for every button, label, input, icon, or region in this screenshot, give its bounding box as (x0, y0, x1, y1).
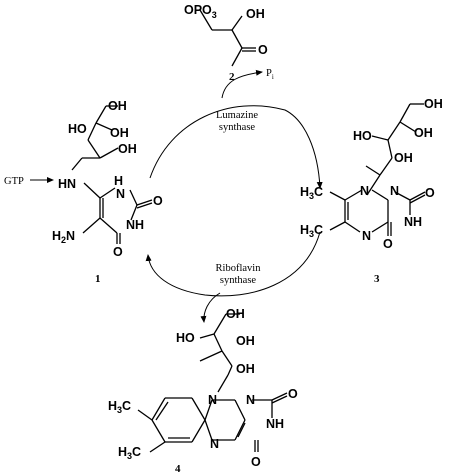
o-label-c4-1: O (288, 387, 298, 401)
nh-label-c4: NH (266, 417, 284, 431)
n-label-c3-3: N (362, 229, 371, 243)
o-label-c1-2: O (113, 245, 123, 259)
n-label-c4-2: N (246, 393, 255, 407)
compound-2-number: 2 (229, 71, 235, 83)
nh-label-c1-2: NH (126, 218, 144, 232)
h3c-label-c3-2: H3C (300, 223, 323, 239)
o-label-c3-2: O (383, 237, 393, 251)
lumazine-synthase-label: Lumazine (216, 110, 258, 121)
o-label-c1-1: O (153, 194, 163, 208)
opo3-label: OPO3 (184, 3, 217, 20)
compound-2-structure: OPO3 OH O 2 (184, 3, 268, 83)
oh-label-c4-1: OH (226, 307, 245, 321)
n-label-c4-3: N (210, 437, 219, 451)
ho-label-c3: HO (353, 129, 372, 143)
gtp-label: GTP (4, 176, 24, 187)
oh-label-c1-2: OH (110, 126, 129, 140)
riboflavin-synthase-label: Riboflavin (216, 263, 262, 274)
oh-label-c3-3: OH (394, 151, 413, 165)
compound-4-number: 4 (175, 463, 181, 475)
hn-label-c1: HN (58, 177, 76, 191)
n-label-c3-2: N (390, 184, 399, 198)
compound-3-number: 3 (374, 273, 380, 285)
o-label-c4-2: O (251, 455, 261, 469)
h3c-label-c3-1: H3C (300, 185, 323, 201)
h2n-label-c1: H2N (52, 229, 75, 245)
oh-label-c3-1: OH (424, 97, 443, 111)
oh-label-c4-3: OH (236, 362, 255, 376)
o-label-c3-1: O (425, 186, 435, 200)
cycle-arrows (30, 69, 323, 323)
ho-label-c4: HO (176, 331, 195, 345)
compound-3-structure: OH HO OH OH N N O NH N O H3C H3C 3 (300, 97, 443, 285)
phosphate-release-arrow (221, 69, 263, 99)
to-riboflavin-arrow (200, 292, 221, 323)
o-label-c2: O (258, 43, 268, 57)
pi-label: Pi (266, 68, 274, 81)
ho-label-c1: HO (68, 122, 87, 136)
compound-1-number: 1 (95, 273, 101, 285)
oh-label-c1-3: OH (118, 142, 137, 156)
n-label-c3-1: N (360, 184, 369, 198)
riboflavin-synthase-label-2: synthase (220, 275, 257, 286)
oh-label-c3-2: OH (414, 126, 433, 140)
h3c-label-c4-1: H3C (108, 399, 131, 415)
lumazine-synthase-arrow (149, 105, 323, 189)
nh-label-c3: NH (404, 215, 422, 229)
oh-label-c4-2: OH (236, 334, 255, 348)
h3c-label-c4-2: H3C (118, 445, 141, 461)
n-label-c4-1: N (208, 393, 217, 407)
oh-label-c1-1: OH (108, 99, 127, 113)
lumazine-synthase-label-2: synthase (219, 122, 256, 133)
compound-4-structure: OH HO OH OH N N O NH N O H3C H3C 4 (108, 307, 298, 475)
oh-label-c2: OH (246, 7, 265, 21)
